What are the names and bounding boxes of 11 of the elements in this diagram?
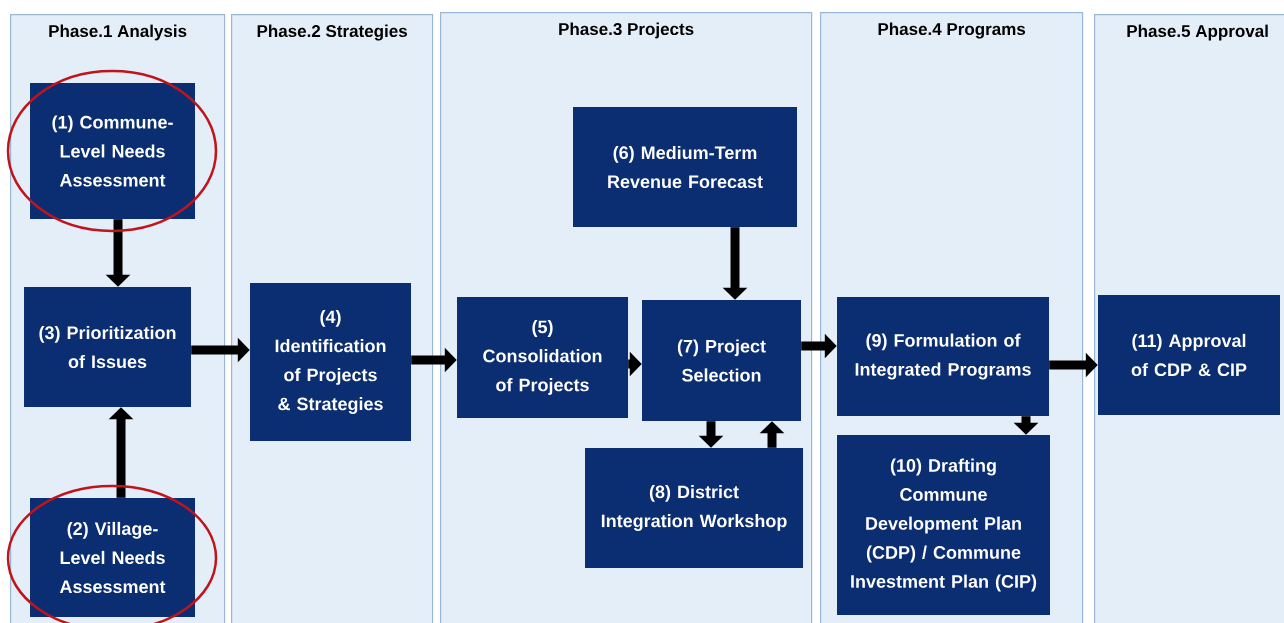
process-box: (2) Village-Level Needs Assessment — [30, 498, 195, 617]
process-box: (9) Formulation of Integrated Programs — [837, 297, 1049, 416]
process-box: (1) Commune-Level Needs Assessment — [30, 83, 195, 219]
process-box: (3) Prioritization of Issues — [24, 287, 191, 407]
process-box: (7) Project Selection — [642, 300, 801, 421]
process-box: (4) Identification of Projects & Strategies — [250, 283, 411, 441]
process-box: (6) Medium-Term Revenue Forecast — [573, 107, 797, 227]
process-box: (10) Drafting Commune Development Plan (CDP) / Commune Investment Plan (CIP) — [837, 435, 1050, 615]
process-box: (8) District Integration Workshop — [585, 448, 803, 568]
process-box: (5) Consolidation of Projects — [457, 297, 628, 418]
process-box: (11) Approval of CDP & CIP — [1098, 295, 1280, 415]
